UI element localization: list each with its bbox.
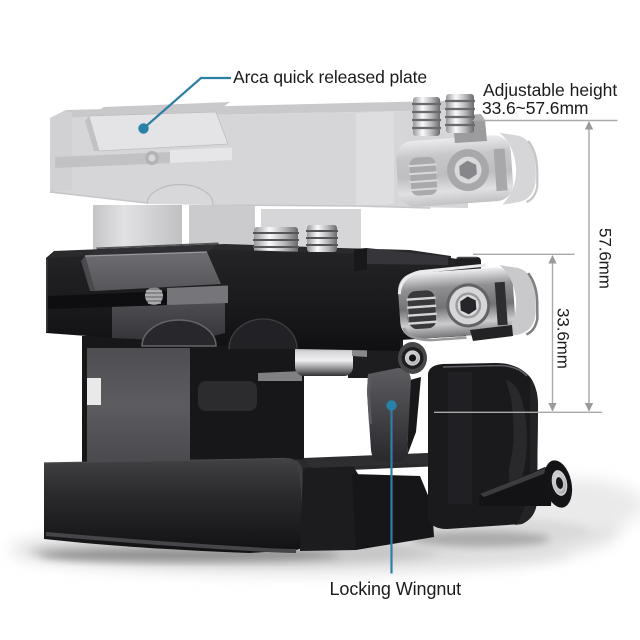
svg-text:Adjustable height: Adjustable height [483,80,617,100]
svg-text:57.6mm: 57.6mm [596,228,615,289]
svg-text:Locking Wingnut: Locking Wingnut [330,579,462,599]
svg-text:33.6~57.6mm: 33.6~57.6mm [482,98,588,118]
svg-text:Arca quick released plate: Arca quick released plate [233,67,427,87]
svg-text:33.6mm: 33.6mm [554,308,573,369]
